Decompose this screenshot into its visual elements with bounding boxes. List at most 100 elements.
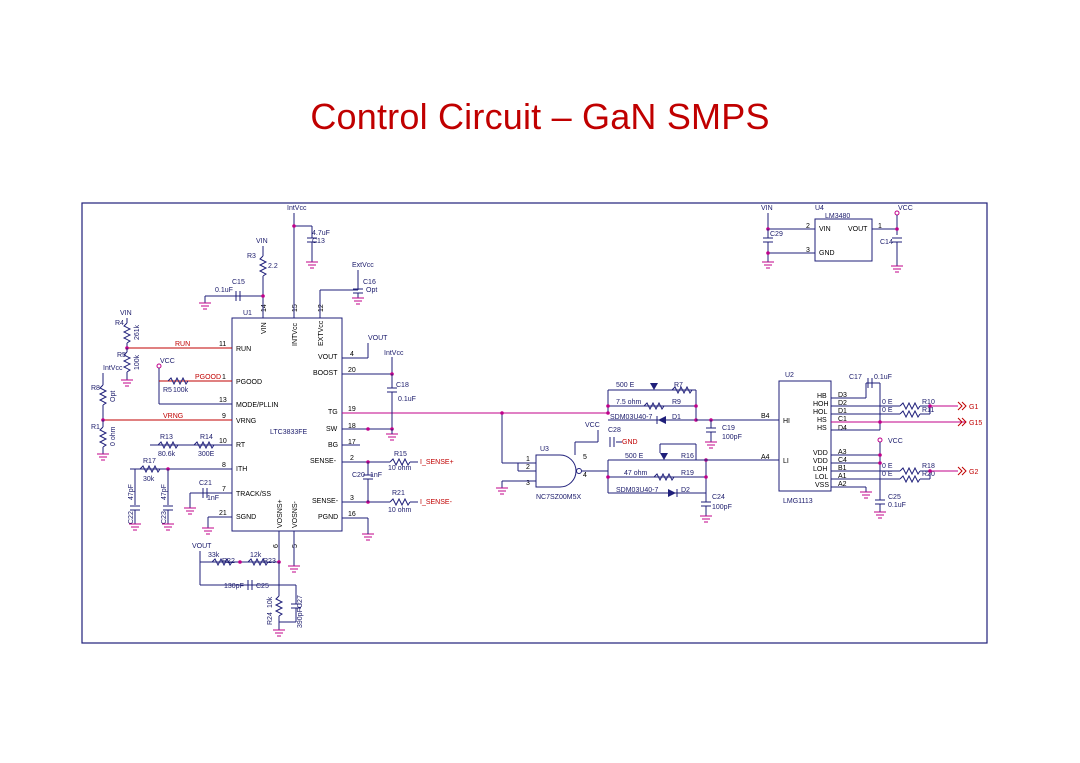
r5b-val: 100k bbox=[173, 387, 189, 394]
u2-pin-hi: HI bbox=[783, 418, 790, 425]
u1-pin-sense2: SENSE- bbox=[312, 498, 339, 505]
net-intvcc-2: IntVcc bbox=[384, 350, 404, 357]
u2-num-c1: C1 bbox=[838, 416, 847, 423]
net-isense-n: I_SENSE- bbox=[420, 499, 453, 506]
net-vcc-1: VCC bbox=[160, 358, 175, 365]
vosns-divider-section: VOUT 33k R22 12k R23 130pF C25 R24 10k C… bbox=[192, 543, 304, 637]
c13-ref: C13 bbox=[312, 238, 325, 245]
u2-pin-hoh: HOH bbox=[813, 401, 829, 408]
d2-val: SDM03U40-7 bbox=[616, 487, 659, 494]
u1-pin-vout: VOUT bbox=[318, 354, 338, 361]
rt-ith-section: R13 80.6k R14 300E R17 30k 47pF C22 47pF… bbox=[128, 434, 219, 535]
r1-val: 0 ohm bbox=[110, 426, 117, 446]
u1-num-6: 6 bbox=[273, 544, 280, 548]
u1-num-18: 18 bbox=[348, 423, 356, 430]
u1-pin-tg: TG bbox=[328, 409, 338, 416]
u3-pin2: 2 bbox=[526, 464, 530, 471]
u2-pin-hs2: HS bbox=[817, 425, 827, 432]
r24-val: 10k bbox=[267, 596, 274, 608]
r8-val: Opt bbox=[110, 391, 117, 402]
u3-pin5: 5 bbox=[583, 454, 587, 461]
c23-ref: C23 bbox=[161, 511, 168, 524]
u1-num-15: 15 bbox=[292, 304, 299, 312]
u4-regulator: U4 LM3480 VIN VOUT GND 2 1 3 VIN C29 VCC… bbox=[761, 205, 913, 273]
u2-pin-hol: HOL bbox=[813, 409, 828, 416]
r5-ref: R5 bbox=[117, 352, 126, 359]
input-bypass-section: VIN R3 2.2 C15 0.1uF bbox=[198, 238, 278, 310]
r21-ref: R21 bbox=[392, 490, 405, 497]
run-divider-section: VIN R4 261k RUN R5 100k IntVcc R8 Opt VR… bbox=[91, 310, 208, 461]
c21-val: 1nF bbox=[207, 495, 219, 502]
r9-ref: R9 bbox=[672, 399, 681, 406]
c15-ref: C15 bbox=[232, 279, 245, 286]
net-vin-1: VIN bbox=[256, 238, 268, 245]
net-vcc-4: VCC bbox=[898, 205, 913, 212]
u2-num-d1: D1 bbox=[838, 408, 847, 415]
u1-pin-ith: ITH bbox=[236, 466, 247, 473]
c17-val: 0.1uF bbox=[874, 374, 892, 381]
u4-num-3: 3 bbox=[806, 247, 810, 254]
r14-ref: R14 bbox=[200, 434, 213, 441]
u1-num-21: 21 bbox=[219, 510, 227, 517]
u1-num-3: 3 bbox=[350, 495, 354, 502]
u2-gate-driver: U2 LMG1113 HI LI B4 A4 HB HOH HOL HS HS … bbox=[761, 372, 966, 505]
r1-ref: R1 bbox=[91, 424, 100, 431]
c25b-val: 0.1uF bbox=[888, 502, 906, 509]
u4-num-2: 2 bbox=[806, 223, 810, 230]
u2-pin-vss: VSS bbox=[815, 482, 829, 489]
net-pgood: PGOOD bbox=[195, 374, 221, 381]
r18-val: 0 E bbox=[882, 463, 893, 470]
r19-val: 47 ohm bbox=[624, 470, 648, 477]
r18-ref: R18 bbox=[922, 463, 935, 470]
u2-num-d3: D3 bbox=[838, 392, 847, 399]
u3-pin1: 1 bbox=[526, 456, 530, 463]
c19-val: 100pF bbox=[722, 434, 742, 441]
c21-ref: C21 bbox=[199, 480, 212, 487]
c17-ref: C17 bbox=[849, 374, 862, 381]
u2-pin-loh: LOH bbox=[813, 466, 827, 473]
u1-num-8: 8 bbox=[222, 462, 226, 469]
u1-pin-vosns-p: VOSNS+ bbox=[277, 499, 284, 528]
r4-val: 261k bbox=[134, 324, 141, 340]
u4-ref: U4 bbox=[815, 205, 824, 212]
u4-part: LM3480 bbox=[825, 213, 850, 220]
c25b-ref: C25 bbox=[888, 494, 901, 501]
c18-ref: C18 bbox=[396, 382, 409, 389]
u2-num-d2: D2 bbox=[838, 400, 847, 407]
u1-pin-rt: RT bbox=[236, 442, 246, 449]
u1-pin-mode: MODE/PLLIN bbox=[236, 402, 278, 409]
u1-pin-boost: BOOST bbox=[313, 370, 338, 377]
net-intvcc-top: IntVcc bbox=[287, 205, 307, 212]
r10-val: 0 E bbox=[882, 399, 893, 406]
c18-val: 0.1uF bbox=[398, 396, 416, 403]
c28-ref: C28 bbox=[608, 427, 621, 434]
u2-num-d4: D4 bbox=[838, 425, 847, 432]
u1-num-10: 10 bbox=[219, 438, 227, 445]
u1-pin-run: RUN bbox=[236, 346, 251, 353]
u1-num-9: 9 bbox=[222, 413, 226, 420]
u4-pin-vout: VOUT bbox=[848, 226, 868, 233]
r22-val: 33k bbox=[208, 552, 220, 559]
net-gnd: GND bbox=[622, 439, 638, 446]
r24-ref: R24 bbox=[267, 612, 274, 625]
net-vin-2: VIN bbox=[120, 310, 132, 317]
r13-ref: R13 bbox=[160, 434, 173, 441]
u2-pin-lol: LOL bbox=[815, 474, 828, 481]
u3-pin4: 4 bbox=[583, 472, 587, 479]
r7-ref: R7 bbox=[674, 382, 683, 389]
r9-val: 7.5 ohm bbox=[616, 399, 641, 406]
r22-ref: R22 bbox=[222, 558, 235, 565]
u3-ref: U3 bbox=[540, 446, 549, 453]
r3-val: 2.2 bbox=[268, 263, 278, 270]
u3-part: NC7SZ00M5X bbox=[536, 494, 581, 501]
u1-pin-sense1: SENSE- bbox=[310, 458, 337, 465]
low-side-gate-network: 500 E R16 47 ohm R19 SDM03U40-7 D2 C24 1… bbox=[606, 443, 779, 523]
net-vin-3: VIN bbox=[761, 205, 773, 212]
r10-ref: R10 bbox=[922, 399, 935, 406]
r13-val: 80.6k bbox=[158, 451, 176, 458]
u1-pin-extvcc: EXTVcc bbox=[318, 320, 325, 346]
u1-num-19: 19 bbox=[348, 406, 356, 413]
u2-pin-vdd1: VDD bbox=[813, 450, 828, 457]
r16-ref: R16 bbox=[681, 453, 694, 460]
